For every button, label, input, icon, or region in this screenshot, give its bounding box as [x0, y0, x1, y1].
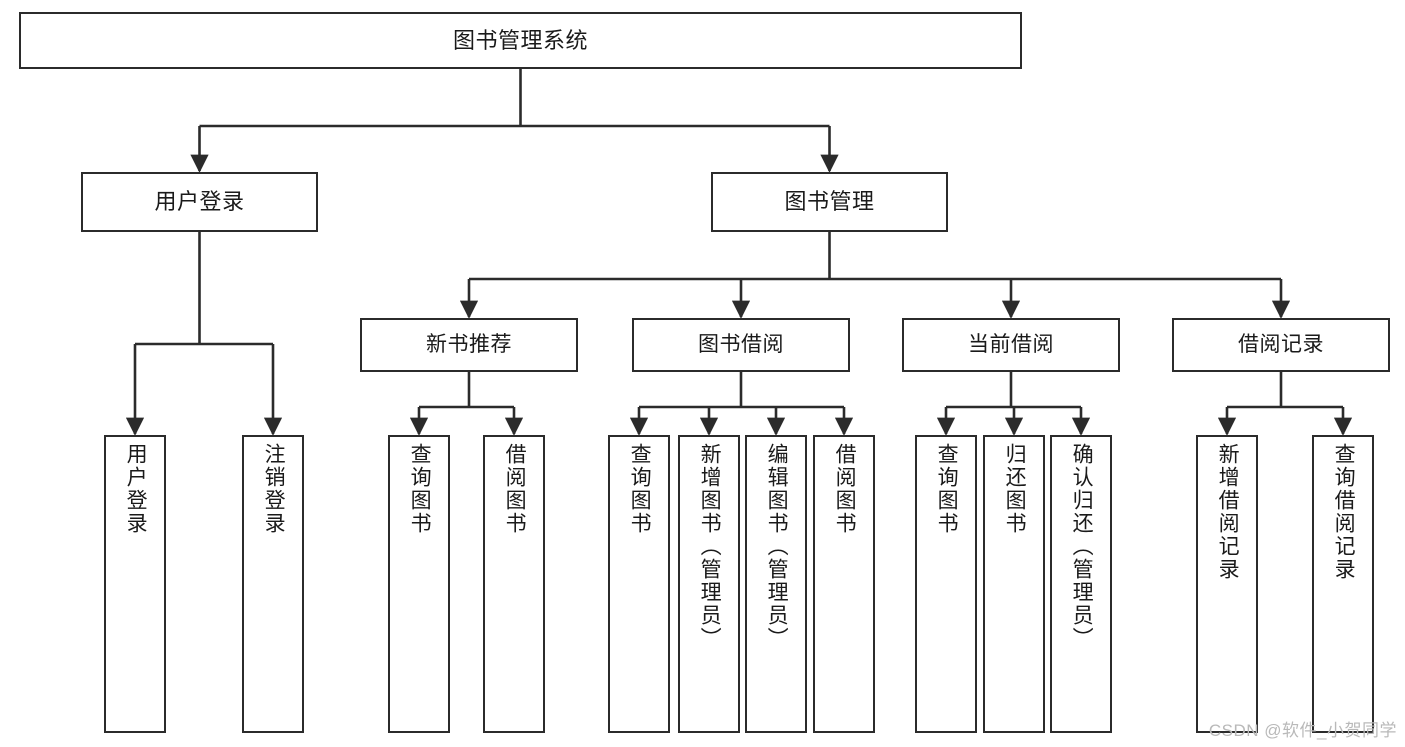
- node-label: 查询借阅记录: [1332, 443, 1356, 581]
- node-leaf-user-login[interactable]: 用户登录: [104, 435, 166, 733]
- node-leaf-user-logout[interactable]: 注销登录: [242, 435, 304, 733]
- node-leaf-bb-borrow[interactable]: 借阅图书: [813, 435, 875, 733]
- node-label: 用户登录: [154, 189, 245, 215]
- node-label: 确认归还（管理员）: [1070, 443, 1094, 650]
- node-leaf-cb-query[interactable]: 查询图书: [915, 435, 977, 733]
- node-leaf-bb-query[interactable]: 查询图书: [608, 435, 670, 733]
- node-leaf-cb-return[interactable]: 归还图书: [983, 435, 1045, 733]
- node-current-borrow[interactable]: 当前借阅: [902, 318, 1120, 372]
- node-user-login[interactable]: 用户登录: [81, 172, 318, 232]
- node-label: 图书管理系统: [452, 27, 588, 53]
- node-label: 查询图书: [628, 443, 652, 535]
- node-label: 新增图书（管理员）: [698, 443, 722, 650]
- node-label: 借阅图书: [503, 443, 527, 535]
- node-label: 注销登录: [262, 443, 286, 535]
- node-label: 编辑图书（管理员）: [765, 443, 789, 650]
- node-label: 借阅记录: [1238, 332, 1324, 356]
- node-leaf-br-add[interactable]: 新增借阅记录: [1196, 435, 1258, 733]
- node-borrow-record[interactable]: 借阅记录: [1172, 318, 1390, 372]
- node-leaf-rec-borrow[interactable]: 借阅图书: [483, 435, 545, 733]
- node-label: 归还图书: [1003, 443, 1027, 535]
- watermark-text: CSDN @软件_小贺同学: [1208, 721, 1397, 740]
- node-root[interactable]: 图书管理系统: [19, 12, 1022, 69]
- node-leaf-bb-add[interactable]: 新增图书（管理员）: [678, 435, 740, 733]
- node-label: 查询图书: [408, 443, 432, 535]
- node-label: 借阅图书: [833, 443, 857, 535]
- node-label: 新增借阅记录: [1216, 443, 1240, 581]
- node-leaf-br-query[interactable]: 查询借阅记录: [1312, 435, 1374, 733]
- node-label: 新书推荐: [426, 332, 512, 356]
- node-label: 图书管理: [784, 189, 875, 215]
- node-label: 当前借阅: [968, 332, 1054, 356]
- node-leaf-cb-confirm[interactable]: 确认归还（管理员）: [1050, 435, 1112, 733]
- node-leaf-rec-query[interactable]: 查询图书: [388, 435, 450, 733]
- node-label: 图书借阅: [698, 332, 784, 356]
- node-book-borrow[interactable]: 图书借阅: [632, 318, 850, 372]
- node-new-book-rec[interactable]: 新书推荐: [360, 318, 578, 372]
- node-book-manage[interactable]: 图书管理: [711, 172, 948, 232]
- node-leaf-bb-edit[interactable]: 编辑图书（管理员）: [745, 435, 807, 733]
- node-label: 查询图书: [935, 443, 959, 535]
- node-label: 用户登录: [124, 443, 148, 535]
